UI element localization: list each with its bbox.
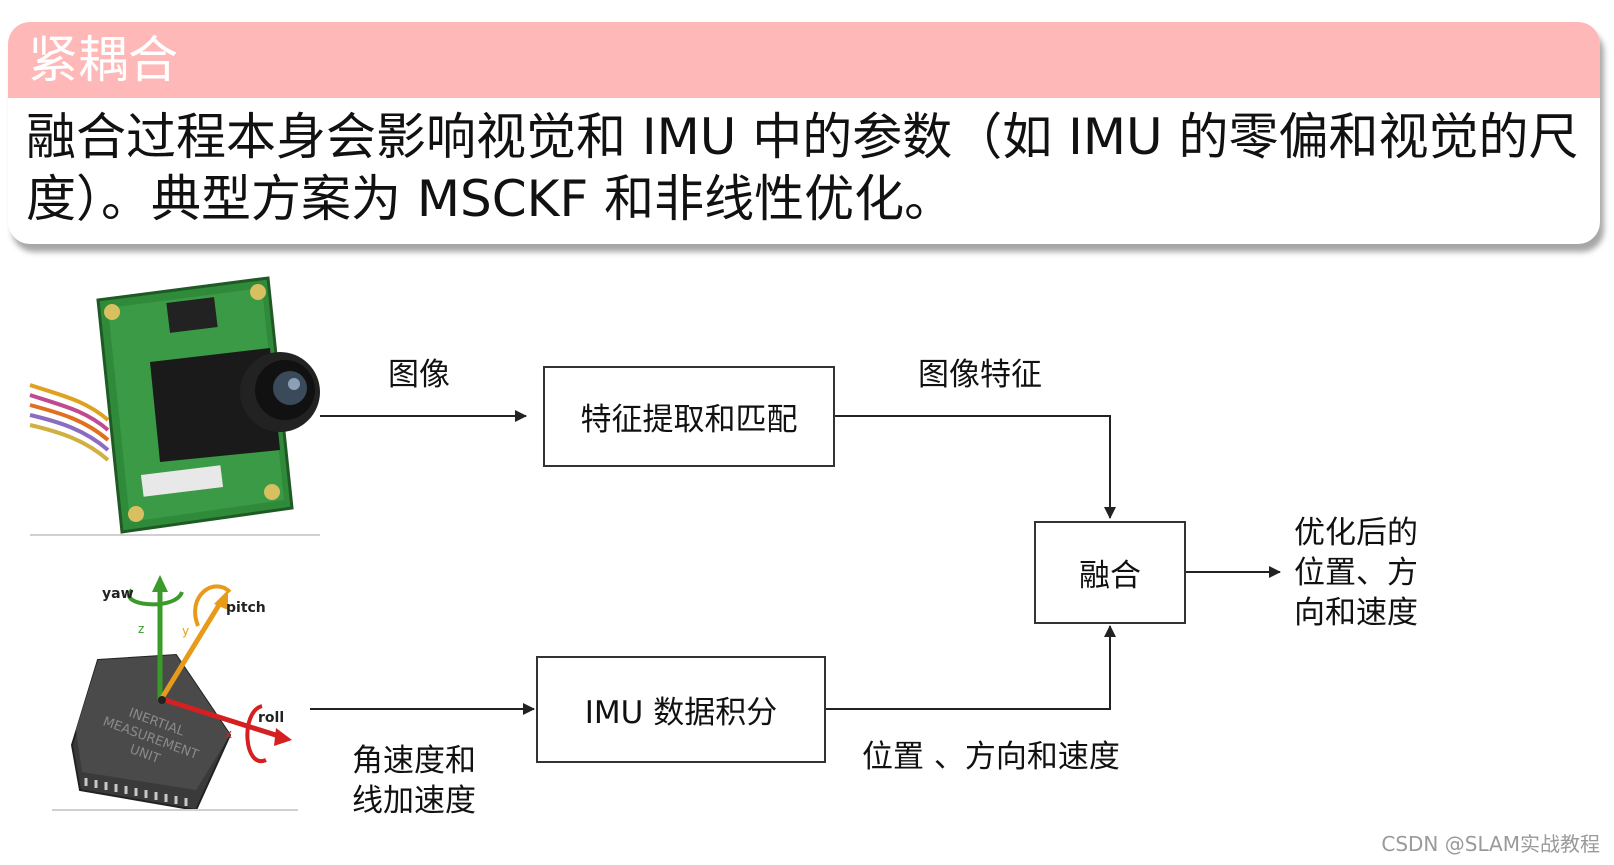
axis-pitch-label: pitch (226, 600, 266, 616)
axis-yaw-label: yaw (102, 586, 134, 602)
axis-roll-label: roll (258, 710, 284, 726)
imu-integration-box: IMU 数据积分 (536, 656, 826, 763)
card-header-bar (8, 22, 1600, 98)
header-card: 紧耦合 融合过程本身会影响视觉和 IMU 中的参数（如 IMU 的零偏和视觉的尺… (8, 22, 1600, 244)
output-label-line3: 向和速度 (1294, 595, 1418, 631)
feature-edge-label: 图像特征 (918, 357, 1042, 393)
camera-module-icon (29, 276, 320, 534)
imu-chip-icon: yaw pitch roll z y x INERTIAL MEASUREMEN… (70, 575, 292, 812)
axis-x-label: x (225, 727, 232, 741)
feature-extraction-box: 特征提取和匹配 (543, 366, 835, 467)
feature-extraction-box-label: 特征提取和匹配 (580, 402, 798, 438)
arrow-integration-to-fusion (826, 625, 1116, 710)
imu-input-label-line2: 线加速度 (352, 783, 476, 819)
fusion-box-label: 融合 (1079, 558, 1141, 594)
card-title: 紧耦合 (28, 31, 178, 89)
axis-z-label: z (138, 622, 144, 636)
camera-edge-label: 图像 (388, 357, 450, 393)
watermark: CSDN @SLAM实战教程 (1381, 832, 1600, 856)
imu-integration-box-label: IMU 数据积分 (584, 695, 778, 731)
output-label-line1: 优化后的 (1294, 515, 1418, 551)
arrow-feature-to-fusion (812, 415, 1116, 519)
card-body-text: 融合过程本身会影响视觉和 IMU 中的参数（如 IMU 的零偏和视觉的尺度）。典… (26, 108, 1579, 228)
axis-y-label: y (182, 624, 189, 638)
imu-edge-label: 位置 、方向和速度 (862, 739, 1120, 775)
output-label-line2: 位置、方 (1294, 555, 1418, 591)
fusion-box: 融合 (1034, 521, 1186, 624)
imu-input-label-line1: 角速度和 (352, 743, 476, 779)
